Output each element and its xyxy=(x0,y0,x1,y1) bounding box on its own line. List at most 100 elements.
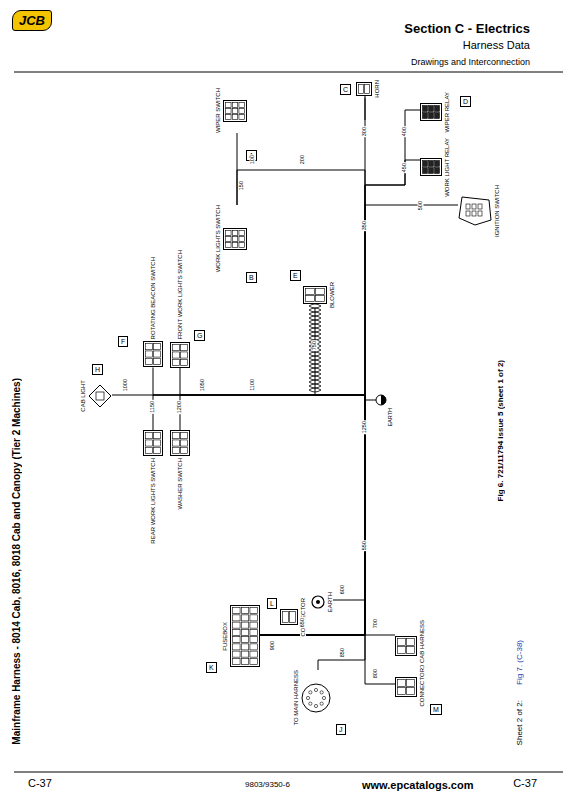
connector-pin xyxy=(306,296,315,302)
connector-body xyxy=(421,159,442,176)
connector-pin xyxy=(239,236,244,241)
connector-pin xyxy=(226,236,231,241)
connector-pin xyxy=(241,608,248,614)
watermark: www.epcatalogs.com xyxy=(362,780,473,791)
connector-pin xyxy=(250,622,257,628)
connector-pin xyxy=(233,644,240,650)
connector-symbol xyxy=(311,595,325,609)
connector-pin xyxy=(306,289,315,295)
connector-pin xyxy=(154,447,161,453)
connector-pin xyxy=(233,637,240,643)
connector-node: REAR WORK LIGHTS SWITCH xyxy=(143,430,163,544)
connector-pin xyxy=(239,102,244,107)
connector-pin xyxy=(398,680,406,687)
connector-label: CONNECTOR xyxy=(419,668,425,707)
figure-caption: Fig 6. 721/11794 issue 5 (sheet 1 of 2) xyxy=(497,360,505,501)
connector-pin xyxy=(226,108,231,113)
connector-node: TO MAIN HARNESS xyxy=(293,670,331,726)
connector-pin xyxy=(466,204,470,209)
connector-node: TO CAB HARNESS xyxy=(395,620,425,673)
connector-pin xyxy=(154,351,161,357)
connector-node: WORK LIGHTS SWITCH xyxy=(215,205,247,272)
connector-label: REAR WORK LIGHTS SWITCH xyxy=(150,458,156,544)
harness-wire xyxy=(260,110,420,635)
callout-letter: M xyxy=(430,704,442,715)
connector-pin xyxy=(226,102,231,107)
earth-symbol xyxy=(381,395,386,405)
connector-node: CONNECTOR xyxy=(395,668,425,707)
wire-number: 1000 xyxy=(123,378,129,392)
connector-node: WORK LIGHT RELAY xyxy=(420,138,450,197)
connector-body xyxy=(281,610,298,625)
harness-wire xyxy=(237,170,365,635)
connector-pin xyxy=(250,608,257,614)
wire-number: 800 xyxy=(373,668,379,679)
connector-body xyxy=(304,287,327,304)
connector-pin xyxy=(250,658,257,664)
wire-number: 600 xyxy=(340,584,346,595)
connector-pin xyxy=(316,296,325,302)
connector-pin xyxy=(423,161,428,167)
wire-number: 900 xyxy=(270,640,276,651)
connector-symbol xyxy=(143,341,163,367)
connector-pin xyxy=(173,440,180,446)
connector-symbol xyxy=(280,609,298,625)
connector-pin xyxy=(472,211,476,216)
connector-pin xyxy=(241,651,248,657)
connector-pin xyxy=(435,161,440,167)
wire-number: 1150 xyxy=(150,400,156,414)
connector-symbol xyxy=(458,196,492,226)
connector-pin xyxy=(233,615,240,621)
connector-symbol xyxy=(223,228,247,250)
connector-pin xyxy=(154,440,161,446)
sub-heading: Harness Data xyxy=(463,40,530,51)
connector-label: EARTH xyxy=(327,592,333,612)
connector-pin xyxy=(181,440,188,446)
connector-label: WORK LIGHT RELAY xyxy=(444,138,450,197)
section-heading: Section C - Electrics xyxy=(404,22,530,35)
connector-pin xyxy=(250,637,257,643)
connector-pin xyxy=(239,108,244,113)
connector-pin xyxy=(250,651,257,657)
connector-symbol xyxy=(395,677,417,697)
callout-letter: K xyxy=(206,662,217,673)
connector-pin xyxy=(241,637,248,643)
connector-pin xyxy=(226,114,231,119)
connector-node: WIPER SWITCH xyxy=(215,88,247,133)
connector-pin xyxy=(232,102,237,107)
connector-body xyxy=(396,678,417,697)
connector-pin xyxy=(407,639,415,646)
connector-body xyxy=(171,342,190,367)
connector-body xyxy=(231,606,260,667)
connector-pin xyxy=(407,680,415,687)
coil-winding xyxy=(309,304,321,308)
connector-node: WIPER RELAY xyxy=(420,92,450,133)
wire-number: 1250 xyxy=(362,420,368,434)
wire-number: 1100 xyxy=(250,378,256,392)
connector-pin xyxy=(181,351,188,357)
wire-number: 300 xyxy=(362,126,368,137)
page-number: C-37 xyxy=(28,778,52,789)
connector-pin xyxy=(226,230,231,235)
connector-label: CAB LIGHT xyxy=(80,380,86,412)
connector-pin xyxy=(435,113,440,119)
connector-symbol xyxy=(420,103,442,121)
callout-letter: C xyxy=(340,84,351,95)
switch-body xyxy=(459,197,491,225)
connector-pin xyxy=(478,204,482,209)
connector-pin xyxy=(423,113,428,119)
earth-label: EARTH xyxy=(388,408,394,427)
connector-pin xyxy=(154,433,161,439)
connector-body xyxy=(171,431,190,456)
footer-rule xyxy=(14,772,563,773)
harness-wire xyxy=(180,368,365,635)
connector-body xyxy=(421,104,442,121)
connector-label: FUSEBOX xyxy=(222,622,228,651)
connector-pin xyxy=(309,691,312,694)
harness-wire xyxy=(260,635,395,684)
connector-node: WASHER SWITCH xyxy=(170,430,190,509)
connector-pin xyxy=(290,612,296,623)
